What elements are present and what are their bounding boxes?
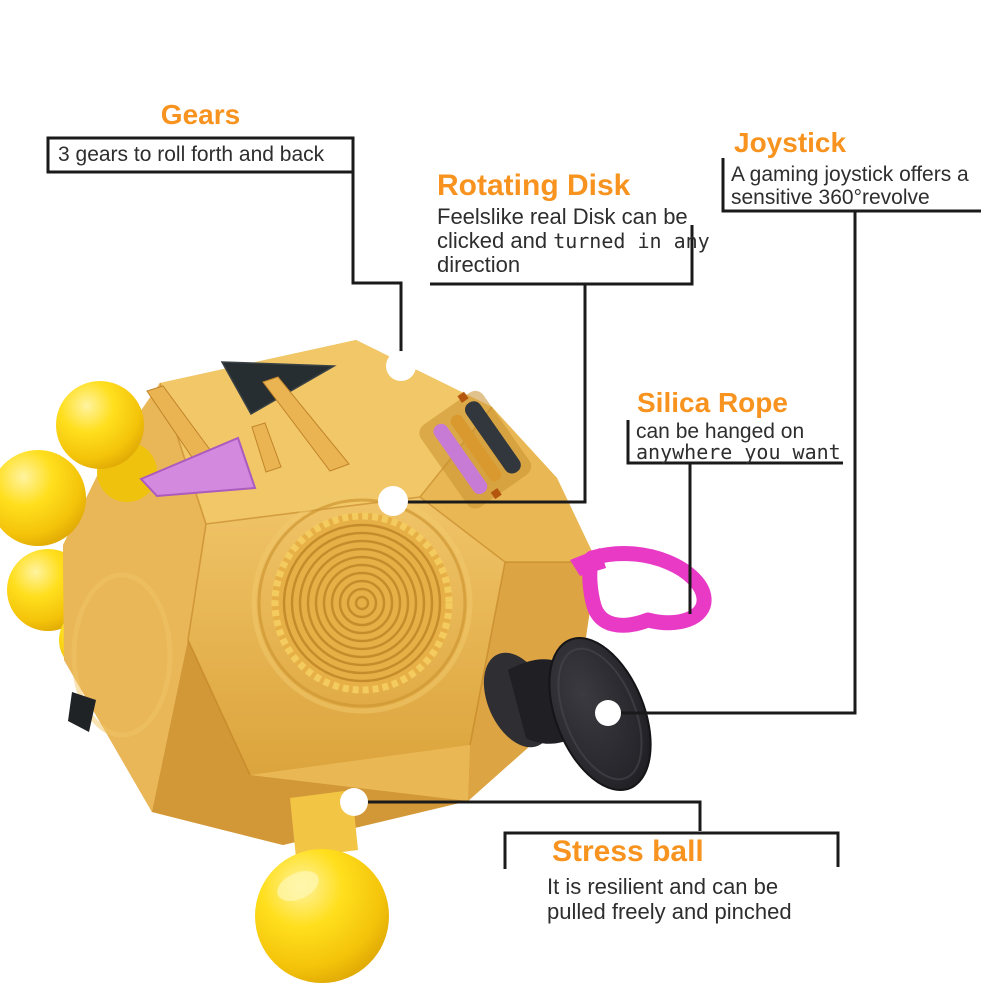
- left-face-emboss: [71, 572, 173, 738]
- disk-grooves: [282, 523, 442, 683]
- cube-bottom-face: [152, 640, 468, 845]
- rotating-disk-line1: Feelslike real Disk can be: [437, 204, 688, 229]
- stress-ball: [255, 790, 389, 983]
- silica-rope-line2: anywhere you want: [636, 440, 841, 464]
- toothed-rollers: [419, 390, 532, 509]
- purple-roller: [433, 423, 488, 495]
- gold-ridge-right: [262, 376, 350, 472]
- stress-ball-line1: It is resilient and can be: [547, 874, 779, 899]
- gears-title: Gears: [160, 99, 241, 130]
- gold-ridge-small: [251, 422, 282, 473]
- joystick-box: [721, 158, 981, 213]
- joystick-description: A gaming joystick offers a sensitive 360…: [731, 163, 969, 209]
- silica-rope-title: Silica Rope: [637, 387, 788, 418]
- rotating-disk-box: [430, 225, 694, 286]
- rotating-disk-leader-line: [400, 284, 587, 504]
- gears-description: 3 gears to roll forth and back: [58, 143, 325, 166]
- top-face-buttons: [139, 361, 350, 498]
- purple-triangle-button: [139, 436, 257, 498]
- gear-roller-balls-upper: [0, 381, 157, 546]
- gears-leader-line: [351, 172, 403, 360]
- rotating-disk: [251, 492, 473, 714]
- silica-rope: [570, 546, 712, 633]
- stress-ball-endpoint-dot: [340, 788, 368, 816]
- leader-endpoint-dots: [340, 351, 621, 816]
- callout-lines: [46, 136, 981, 869]
- stress-ball-box: [503, 831, 840, 869]
- silica-rope-line1: can be hanged on: [636, 420, 805, 443]
- stress-ball-title: Stress ball: [552, 835, 704, 868]
- joystick-title: Joystick: [734, 127, 847, 158]
- rotating-disk-line2b: turned in any: [553, 229, 710, 253]
- rotating-disk-title: Rotating Disk: [437, 169, 631, 202]
- left-switch: [68, 692, 96, 732]
- silica-rope-box: [626, 420, 843, 465]
- joystick-line1: A gaming joystick offers a: [731, 163, 969, 186]
- stress-ball-line2: pulled freely and pinched: [547, 899, 792, 924]
- joystick-line2: sensitive 360°revolve: [731, 186, 930, 209]
- rotating-disk-endpoint-dot: [378, 486, 408, 516]
- stress-ball-description: It is resilient and can be pulled freely…: [547, 874, 792, 924]
- dark-roller: [464, 401, 521, 474]
- orange-roller: [450, 414, 502, 482]
- joystick-leader-line: [618, 211, 857, 715]
- joystick-endpoint-dot: [595, 700, 621, 726]
- rotating-disk-line3: direction: [437, 252, 521, 277]
- stress-ball-leader-line: [366, 800, 702, 831]
- gears-endpoint-dot: [386, 351, 416, 381]
- silica-rope-description: can be hanged on anywhere you want: [636, 420, 841, 464]
- rotating-disk-description: Feelslike real Disk can be clicked and t…: [437, 205, 710, 277]
- rotating-disk-line2a: clicked and: [437, 228, 554, 253]
- gears-box: [46, 136, 355, 174]
